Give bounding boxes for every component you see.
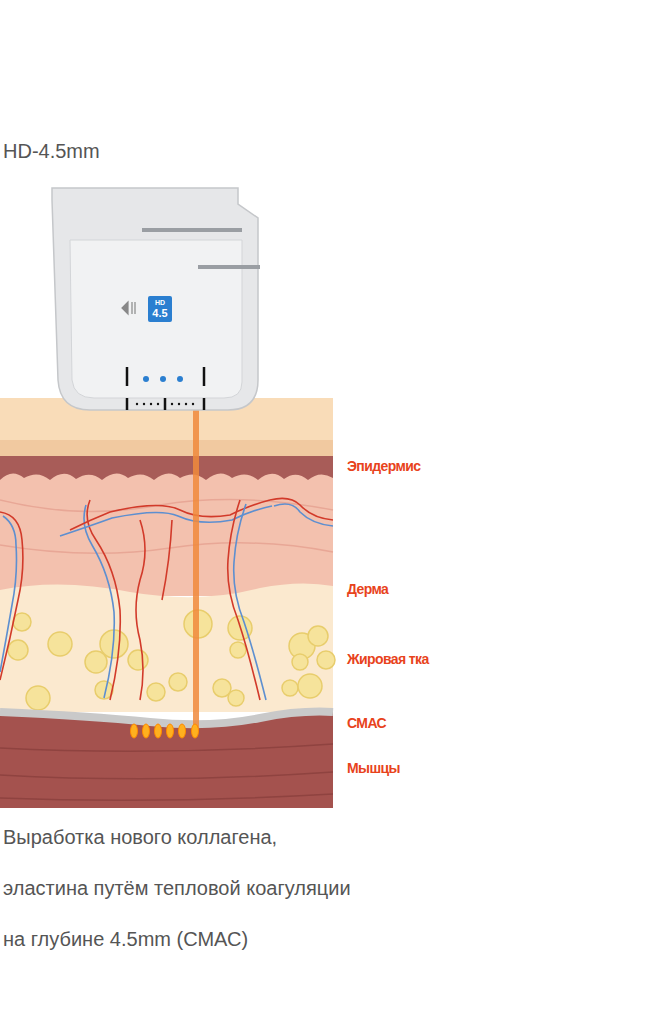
title: HD-4.5mm: [3, 140, 100, 163]
fat-cells: [8, 610, 335, 710]
coagulation-points: [131, 724, 199, 738]
skin-section: [0, 398, 335, 808]
slot: [142, 228, 242, 232]
layer-label: Мышцы: [347, 760, 400, 776]
smas-layer: [0, 712, 333, 725]
slot: [198, 265, 260, 269]
indicator-dots: [143, 376, 183, 382]
badge: [148, 296, 172, 322]
epidermis-layer: [0, 456, 333, 480]
blood-vessels: [0, 498, 333, 700]
caption: Выработка нового коллагена, эластина пут…: [3, 812, 363, 965]
layer-label: Жировая тка: [347, 651, 429, 667]
layer-label: Эпидермис: [347, 458, 420, 474]
badge-label: HD: [148, 298, 172, 307]
layer-label: СМАС: [347, 715, 386, 731]
cartridge: [52, 188, 260, 410]
ultrasound-beam: [193, 410, 199, 732]
texture-line: [0, 543, 333, 553]
layer-label: Дерма: [347, 581, 388, 597]
badge-value: 4.5: [148, 307, 172, 320]
arrow-icon: [122, 302, 135, 314]
alignment-ticks: [127, 367, 204, 410]
alignment-dots: [136, 403, 194, 405]
surface-layer: [0, 440, 333, 456]
cartridge-body: [52, 188, 258, 410]
fat-layer: [0, 583, 333, 712]
muscle-layer: [0, 712, 333, 808]
muscle-fibres: [0, 744, 333, 800]
cartridge-panel: [70, 240, 242, 398]
